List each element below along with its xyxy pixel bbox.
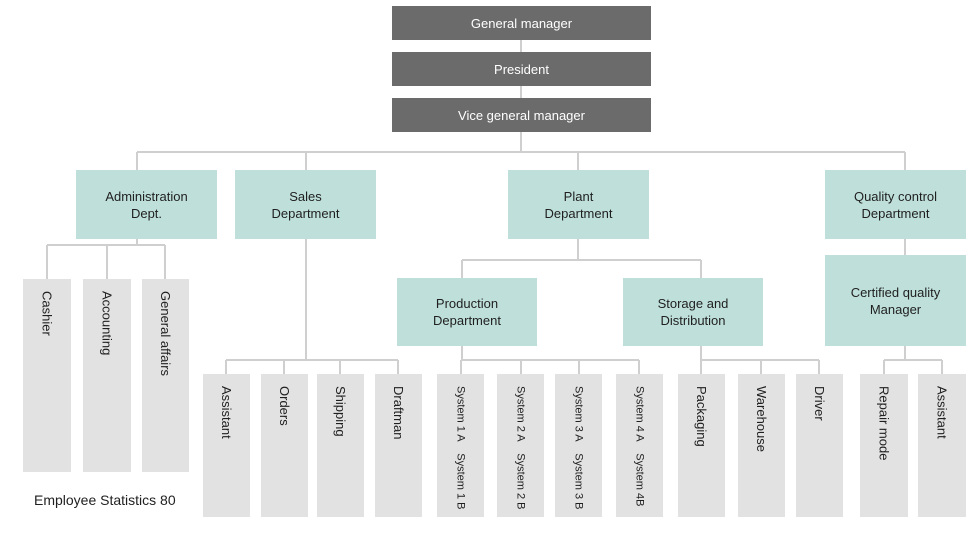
production-department-box: Production Department <box>397 278 537 346</box>
quality-assistant-label: Assistant <box>934 386 950 439</box>
shipping-label: Shipping <box>333 386 348 437</box>
administration-dept-box: Administration Dept. <box>76 170 217 239</box>
system-1-box: System 1 A System 1 B <box>437 374 484 517</box>
quality-control-department-box: Quality control Department <box>825 170 966 239</box>
shipping-box: Shipping <box>317 374 364 517</box>
orders-box: Orders <box>261 374 308 517</box>
driver-box: Driver <box>796 374 843 517</box>
system-2-box: System 2 A System 2 B <box>497 374 544 517</box>
system-4-box: System 4 A System 4B <box>616 374 663 517</box>
general-affairs-label: General affairs <box>158 291 173 377</box>
general-affairs-box: General affairs <box>142 279 189 472</box>
repair-mode-label: Repair mode <box>876 386 892 461</box>
system-1-label: System 1 A System 1 B <box>454 386 467 510</box>
orders-label: Orders <box>277 386 292 426</box>
warehouse-box: Warehouse <box>738 374 785 517</box>
president-box: President <box>392 52 651 86</box>
repair-mode-box: Repair mode <box>860 374 908 517</box>
certified-quality-manager-box: Certified quality Manager <box>825 255 966 346</box>
quality-assistant-box: Assistant <box>918 374 966 517</box>
draftman-label: Draftman <box>391 386 406 440</box>
sales-assistant-label: Assistant <box>219 386 234 439</box>
driver-label: Driver <box>812 386 827 421</box>
employee-statistics: Employee Statistics 80 <box>34 492 176 508</box>
storage-and-distribution-box: Storage and Distribution <box>623 278 763 346</box>
sales-assistant-box: Assistant <box>203 374 250 517</box>
vice-general-manager-box: Vice general manager <box>392 98 651 132</box>
packaging-label: Packaging <box>694 386 709 447</box>
cashier-label: Cashier <box>39 291 55 336</box>
accounting-label: Accounting <box>99 291 115 356</box>
draftman-box: Draftman <box>375 374 422 517</box>
sales-department-box: Sales Department <box>235 170 376 239</box>
accounting-box: Accounting <box>83 279 131 472</box>
system-3-box: System 3 A System 3 B <box>555 374 602 517</box>
system-4-label: System 4 A System 4B <box>633 386 646 507</box>
packaging-box: Packaging <box>678 374 725 517</box>
system-2-label: System 2 A System 2 B <box>514 386 527 510</box>
cashier-box: Cashier <box>23 279 71 472</box>
general-manager-box: General manager <box>392 6 651 40</box>
warehouse-label: Warehouse <box>754 386 769 452</box>
plant-department-box: Plant Department <box>508 170 649 239</box>
system-3-label: System 3 A System 3 B <box>572 386 585 510</box>
